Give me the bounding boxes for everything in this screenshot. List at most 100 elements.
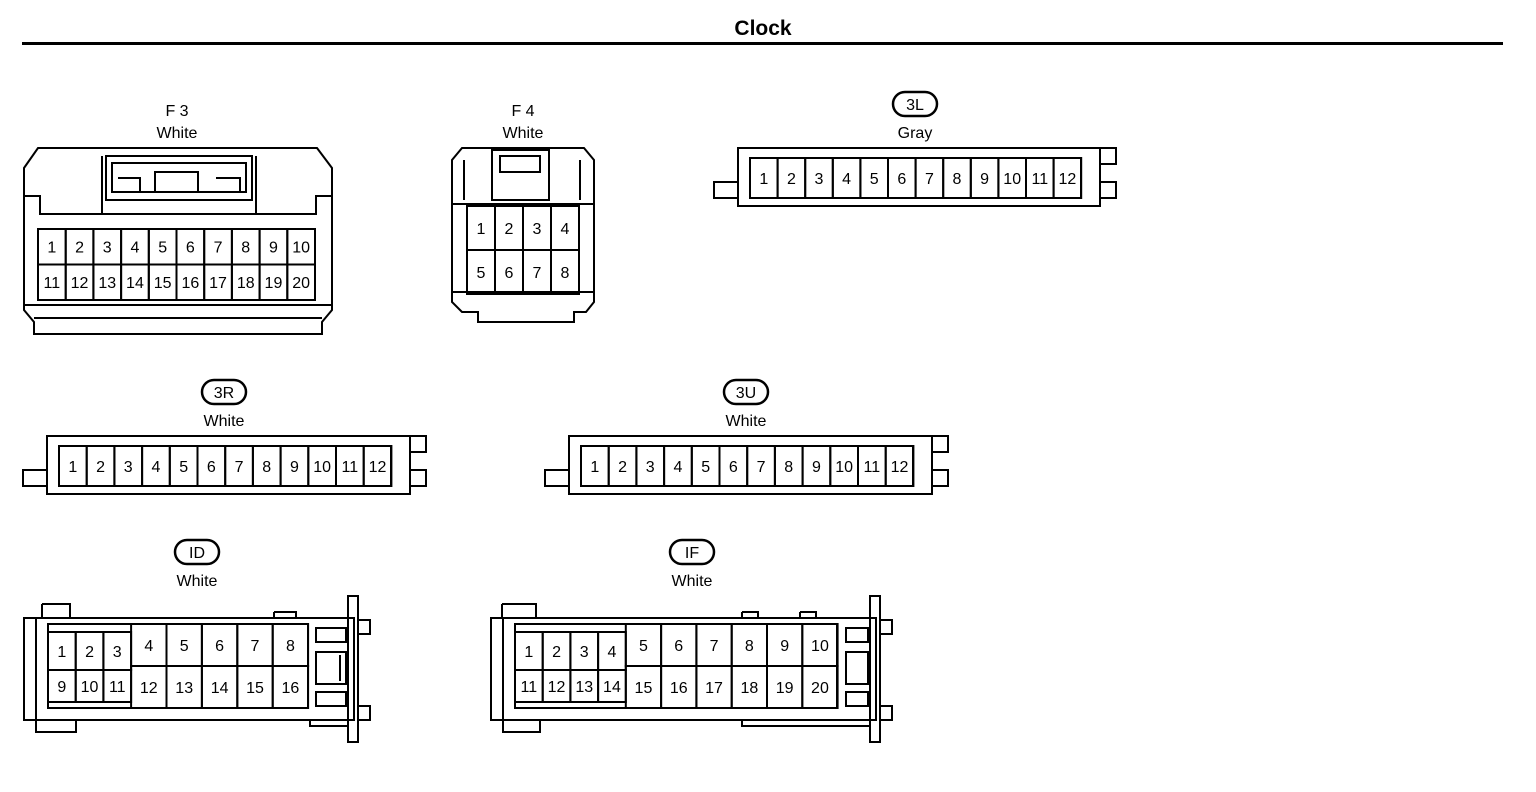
pin-number: 13 [175, 680, 193, 697]
connector-badge [668, 538, 716, 566]
pin-number: 3 [580, 644, 589, 661]
pin-number: 6 [215, 638, 224, 655]
connector-color-label: White [726, 413, 767, 430]
pin-number: 1 [47, 240, 56, 257]
connector-3u-housing [544, 435, 949, 495]
pin-number: 10 [292, 240, 310, 257]
pin-number: 12 [140, 680, 158, 697]
pin-number: 12 [71, 275, 89, 292]
pin-number: 9 [980, 171, 989, 188]
connector-badge [891, 90, 939, 118]
pin-number: 4 [673, 459, 682, 476]
pin-number: 6 [505, 265, 514, 282]
connector-color-label: Gray [898, 125, 933, 142]
pin-number: 12 [1059, 171, 1077, 188]
pin-number: 6 [186, 240, 195, 257]
pin-number: 16 [670, 680, 688, 697]
pin-number: 2 [618, 459, 627, 476]
pin-number: 15 [154, 275, 172, 292]
connector-f3-housing [23, 147, 333, 335]
connector-badge [200, 378, 248, 406]
pin-number: 5 [639, 638, 648, 655]
pin-number: 8 [745, 638, 754, 655]
title-divider [22, 42, 1503, 45]
pin-cell-if-20 [801, 665, 839, 709]
connector-badge [722, 378, 770, 406]
connector-name-label: ID [189, 545, 205, 562]
pin-number: 13 [575, 679, 593, 696]
pin-number: 14 [126, 275, 144, 292]
pin-cell-3l-12 [1052, 157, 1083, 199]
pin-number: 6 [897, 171, 906, 188]
pin-number: 16 [181, 275, 199, 292]
connector-color-label: White [503, 125, 544, 142]
connector-3r-housing [22, 435, 427, 495]
connector-badge [173, 538, 221, 566]
pin-number: 8 [953, 171, 962, 188]
pin-number: 7 [214, 240, 223, 257]
pin-number: 11 [342, 459, 359, 476]
pin-number: 4 [842, 171, 851, 188]
pin-number: 4 [130, 240, 139, 257]
pin-number: 8 [241, 240, 250, 257]
pin-number: 1 [68, 459, 77, 476]
pin-number: 19 [776, 680, 794, 697]
pin-number: 20 [811, 680, 829, 697]
pin-number: 8 [561, 265, 570, 282]
pin-number: 15 [635, 680, 653, 697]
pin-number: 3 [103, 240, 112, 257]
pin-number: 9 [780, 638, 789, 655]
pin-number: 10 [313, 459, 331, 476]
pin-number: 5 [158, 240, 167, 257]
pin-number: 18 [237, 275, 255, 292]
pin-number: 16 [282, 680, 300, 697]
pin-number: 10 [81, 679, 99, 696]
pin-number: 9 [269, 240, 278, 257]
pin-number: 2 [552, 644, 561, 661]
pin-number: 3 [646, 459, 655, 476]
pin-number: 7 [533, 265, 542, 282]
pin-number: 3 [533, 221, 542, 238]
pin-number: 11 [864, 459, 881, 476]
pin-number: 5 [477, 265, 486, 282]
pin-number: 11 [109, 679, 126, 696]
connector-color-label: White [672, 573, 713, 590]
connector-name-label: IF [685, 545, 699, 562]
pin-number: 12 [369, 459, 387, 476]
pin-number: 5 [870, 171, 879, 188]
pin-number: 8 [286, 638, 295, 655]
pin-number: 4 [607, 644, 616, 661]
connector-name-label: F 4 [511, 103, 534, 120]
pin-number: 2 [85, 644, 94, 661]
pin-number: 7 [235, 459, 244, 476]
pin-number: 9 [57, 679, 66, 696]
pin-number: 4 [144, 638, 153, 655]
pin-number: 1 [759, 171, 768, 188]
connector-name-label: 3L [906, 97, 924, 114]
page-title: Clock [734, 17, 792, 40]
pin-number: 5 [180, 638, 189, 655]
pin-number: 20 [292, 275, 310, 292]
pin-number: 4 [151, 459, 160, 476]
pin-number: 1 [477, 221, 486, 238]
pin-number: 1 [57, 644, 66, 661]
pin-number: 5 [701, 459, 710, 476]
connector-name-label: 3R [214, 385, 234, 402]
pin-number: 18 [740, 680, 758, 697]
pin-number: 7 [710, 638, 719, 655]
pin-number: 7 [251, 638, 260, 655]
pin-number: 11 [521, 679, 538, 696]
pin-number: 2 [505, 221, 514, 238]
pin-number: 11 [1031, 171, 1048, 188]
connector-name-label: F 3 [165, 103, 188, 120]
pin-number: 9 [812, 459, 821, 476]
connector-if-housing [490, 595, 893, 743]
pin-number: 17 [209, 275, 227, 292]
pin-number: 1 [590, 459, 599, 476]
pin-number: 8 [262, 459, 271, 476]
